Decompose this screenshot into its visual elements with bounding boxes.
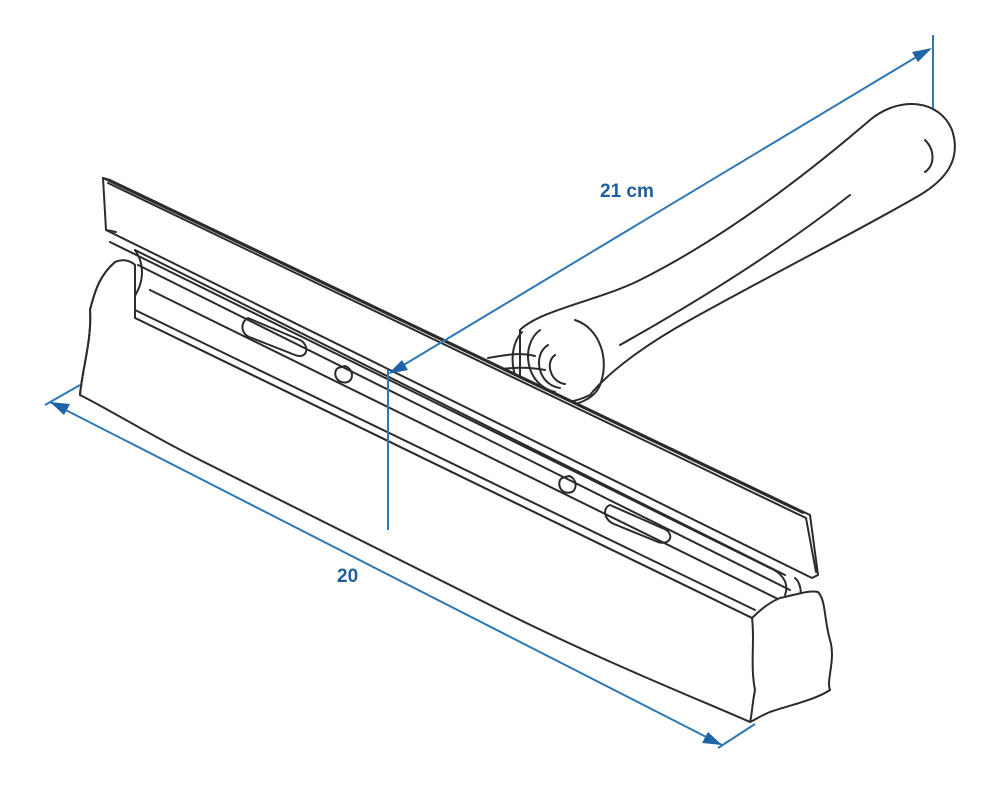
sponge (79, 259, 833, 723)
dimension-blade-width (44, 384, 756, 749)
arrow-head-icon (388, 360, 408, 374)
arrow-head-icon (702, 732, 722, 745)
arrow-head-icon (912, 48, 932, 62)
arrow-head-icon (50, 402, 70, 415)
blade (102, 177, 819, 579)
blade-width-label: 20 (337, 566, 359, 587)
handle-length-label: 21 cm (600, 181, 654, 202)
handle (487, 103, 956, 408)
dimension-handle-length (387, 35, 934, 530)
